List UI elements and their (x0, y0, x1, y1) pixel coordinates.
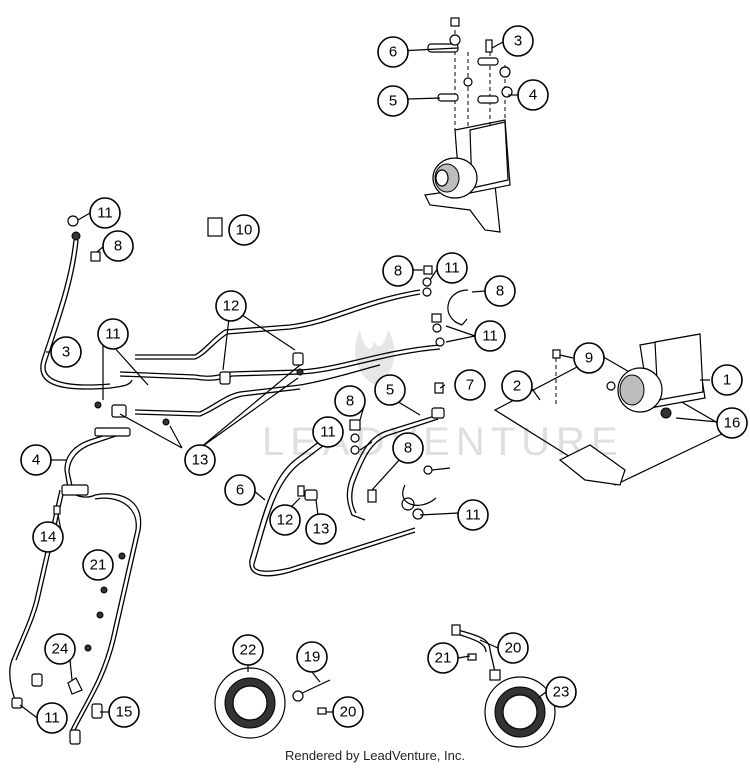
svg-text:11: 11 (465, 507, 481, 524)
svg-text:8: 8 (114, 238, 122, 255)
tone-rings-and-sensors (214, 624, 556, 748)
svg-text:11: 11 (44, 710, 60, 727)
callout-11b: 11 (436, 252, 468, 284)
callout-21b: 21 (427, 642, 459, 674)
svg-text:1: 1 (723, 372, 731, 389)
callout-8d: 8 (334, 385, 366, 417)
callout-11a: 11 (89, 197, 121, 229)
callout-24: 23 (545, 676, 577, 708)
svg-text:12: 12 (223, 298, 240, 315)
callout-7: 7 (454, 369, 486, 401)
svg-text:14: 14 (40, 529, 57, 546)
svg-text:11: 11 (97, 205, 113, 222)
svg-text:3: 3 (62, 344, 70, 361)
callout-5a: 5 (377, 85, 409, 117)
svg-text:16: 16 (724, 415, 741, 432)
callout-15: 14 (32, 521, 64, 553)
callout-4b: 4 (20, 444, 52, 476)
callout-16: 15 (108, 696, 140, 728)
callout-13a: 12 (215, 290, 247, 322)
svg-text:21: 21 (435, 650, 452, 667)
callout-8b: 8 (382, 255, 414, 287)
svg-text:11: 11 (444, 260, 460, 277)
callout-11e: 11 (457, 499, 489, 531)
abs-unit-exploded (424, 17, 513, 233)
callout-1: 1 (711, 364, 743, 396)
svg-text:15: 15 (116, 704, 133, 721)
callout-12b: 12 (269, 504, 301, 536)
brake-hose-4 (9, 217, 223, 745)
svg-text:11: 11 (482, 328, 498, 345)
callout-13b: 13 (305, 513, 337, 545)
svg-text:6: 6 (389, 44, 397, 61)
callout-8e: 8 (392, 432, 424, 464)
svg-text:3: 3 (514, 33, 522, 50)
svg-text:7: 7 (466, 377, 474, 394)
svg-text:22: 22 (240, 642, 257, 659)
callout-6b: 6 (224, 474, 256, 506)
callout-19: 16 (716, 407, 748, 439)
callout-12a: 11 (97, 318, 129, 350)
callout-8a: 8 (102, 230, 134, 262)
svg-text:20: 20 (340, 704, 357, 721)
callout-3b: 3 (50, 336, 82, 368)
svg-text:19: 19 (304, 649, 321, 666)
svg-text:20: 20 (505, 640, 522, 657)
svg-text:5: 5 (389, 93, 397, 110)
svg-text:8: 8 (346, 393, 354, 410)
callout-10: 10 (228, 214, 260, 246)
callout-9: 9 (573, 342, 605, 374)
svg-text:4: 4 (32, 452, 40, 469)
svg-text:2: 2 (513, 378, 521, 395)
credit-text: Rendered by LeadVenture, Inc. (285, 748, 465, 763)
callout-20b: 20 (497, 632, 529, 664)
svg-text:5: 5 (386, 382, 394, 399)
svg-text:9: 9 (585, 350, 593, 367)
svg-text:13: 13 (313, 521, 330, 538)
svg-text:21: 21 (90, 557, 107, 574)
callout-5b: 5 (374, 374, 406, 406)
callout-25: 24 (44, 633, 76, 665)
svg-text:11: 11 (320, 424, 336, 441)
callout-4a: 4 (517, 79, 549, 111)
svg-text:10: 10 (236, 222, 253, 239)
callout-11f: 11 (36, 702, 68, 734)
svg-text:23: 23 (553, 684, 570, 701)
svg-text:24: 24 (52, 641, 69, 658)
svg-text:8: 8 (404, 440, 412, 457)
svg-text:4: 4 (529, 87, 537, 104)
brake-hose-3 (40, 215, 133, 390)
svg-text:6: 6 (236, 482, 244, 499)
callout-6a: 6 (377, 36, 409, 68)
callout-23: 22 (232, 634, 264, 666)
callout-11d: 11 (312, 416, 344, 448)
svg-text:11: 11 (105, 326, 121, 343)
svg-text:8: 8 (394, 263, 402, 280)
callout-11c: 11 (474, 320, 506, 352)
callout-8c: 8 (484, 275, 516, 307)
callout-20a: 19 (296, 641, 328, 673)
callout-14: 13 (184, 444, 216, 476)
callout-2: 2 (501, 370, 533, 402)
svg-text:8: 8 (496, 283, 504, 300)
callout-21a: 20 (332, 696, 364, 728)
abs-unit-assembled (493, 333, 732, 486)
svg-text:12: 12 (277, 512, 294, 529)
brake-lines-center (94, 265, 469, 426)
brake-hoses-5-6 (249, 382, 445, 577)
callout-3a: 3 (502, 25, 534, 57)
callout-22: 21 (82, 549, 114, 581)
svg-text:13: 13 (192, 452, 209, 469)
